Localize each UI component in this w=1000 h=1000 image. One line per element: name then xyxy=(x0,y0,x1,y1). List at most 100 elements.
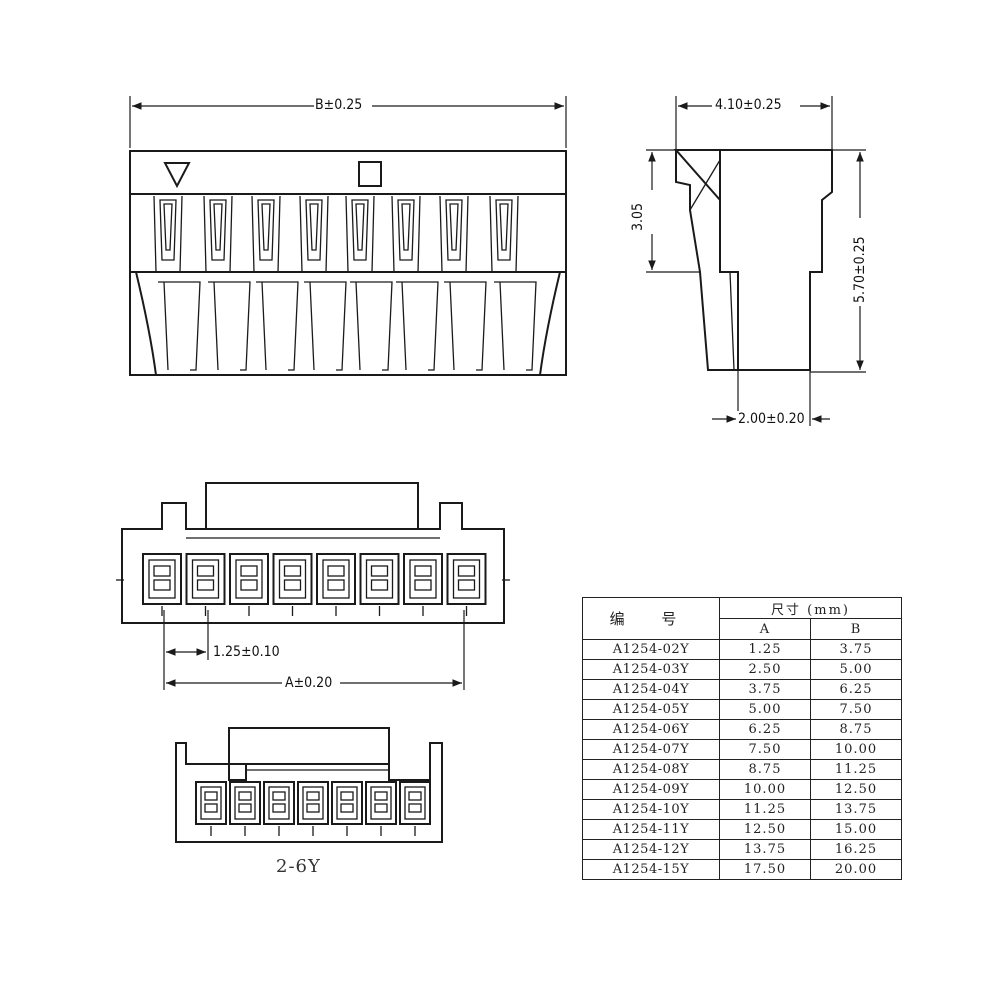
a-value-cell: 12.50 xyxy=(719,819,811,840)
front-housing xyxy=(129,150,567,376)
contact-pin xyxy=(261,203,271,251)
small-cavity-outer xyxy=(399,781,431,825)
cavity-inner xyxy=(235,559,263,599)
contact-window xyxy=(495,199,513,261)
pitch-label: 1.25±0.10 xyxy=(212,644,281,660)
model-cell: A1254-08Y xyxy=(582,759,720,780)
contact-slot-walls xyxy=(391,195,421,273)
a-value-cell: 5.00 xyxy=(719,699,811,720)
b-value-cell: 13.75 xyxy=(810,799,902,820)
small-cavity-terminal xyxy=(306,791,320,801)
front-left-curve xyxy=(135,271,157,376)
table-header-row: 编 号 尺寸 (mm) xyxy=(582,597,902,640)
contact-lower-left xyxy=(309,281,315,371)
small-view xyxy=(175,727,443,843)
small-cavity-terminal xyxy=(408,803,422,813)
contact-pin xyxy=(355,203,365,251)
a-value-cell: 6.25 xyxy=(719,719,811,740)
small-cavities xyxy=(195,781,431,836)
side-upper-height-label: 3.05 xyxy=(630,201,646,232)
small-cavity-outer xyxy=(263,781,295,825)
small-cavity-inner xyxy=(302,786,324,820)
small-view-label: 2-6Y xyxy=(276,856,321,877)
contact-pin xyxy=(163,203,173,251)
contact-lower-body xyxy=(474,281,487,371)
cavity-terminal xyxy=(370,565,389,577)
contact-lower-left xyxy=(401,281,407,371)
small-cavity-terminal xyxy=(374,803,388,813)
contact-window xyxy=(445,199,463,261)
side-body-outline xyxy=(673,149,833,371)
small-cavity-terminal xyxy=(238,803,252,813)
b-value-cell: 5.00 xyxy=(810,659,902,680)
cavity-terminal xyxy=(414,565,432,577)
contact-window xyxy=(351,199,369,261)
contact-pin xyxy=(499,203,509,251)
small-cavity-terminal xyxy=(408,791,422,801)
contact-slot-walls xyxy=(489,195,519,273)
cavity-inner xyxy=(409,559,437,599)
contact-window xyxy=(397,199,415,261)
cavity-inner xyxy=(278,559,307,599)
cavity-terminal xyxy=(153,579,171,591)
contact-lower-body xyxy=(334,281,347,371)
a-value-cell: 17.50 xyxy=(719,859,811,880)
a-value-cell: 2.50 xyxy=(719,659,811,680)
small-cavity-inner xyxy=(268,786,290,820)
contact-lower-body xyxy=(286,281,299,371)
side-view xyxy=(646,96,866,426)
model-cell: A1254-15Y xyxy=(582,859,720,880)
cavity-outer xyxy=(403,553,443,605)
b-value-cell: 10.00 xyxy=(810,739,902,760)
cavity-terminal xyxy=(414,579,432,591)
b-value-cell: 15.00 xyxy=(810,819,902,840)
cavity-terminal xyxy=(240,565,258,577)
b-value-cell: 12.50 xyxy=(810,779,902,800)
a-value-cell: 10.00 xyxy=(719,779,811,800)
contact-slot-walls xyxy=(345,195,375,273)
cavity-outer xyxy=(316,553,356,605)
code-header: 编 号 xyxy=(582,597,720,640)
contact-lower-body xyxy=(524,281,537,371)
contact-slot-walls xyxy=(439,195,469,273)
front-contacts xyxy=(153,195,537,371)
small-cavity-terminal xyxy=(272,803,286,813)
square-mark-icon xyxy=(358,161,382,187)
contact-pin xyxy=(401,203,411,251)
model-cell: A1254-03Y xyxy=(582,659,720,680)
small-cavity-terminal xyxy=(340,791,354,801)
model-cell: A1254-10Y xyxy=(582,799,720,820)
small-cavity-inner xyxy=(336,786,358,820)
cavity-terminal xyxy=(196,579,215,591)
contact-slot-walls xyxy=(203,195,233,273)
cavity-outer xyxy=(229,553,269,605)
cavity-terminal xyxy=(283,579,302,591)
side-pin-width-label: 2.00±0.20 xyxy=(737,411,806,427)
cavity-inner xyxy=(365,559,394,599)
small-cavity-terminal xyxy=(204,803,218,813)
a-value-cell: 13.75 xyxy=(719,839,811,860)
cavity-terminal xyxy=(240,579,258,591)
small-cavity-outer xyxy=(297,781,329,825)
b-value-cell: 11.25 xyxy=(810,759,902,780)
side-latch-outline xyxy=(675,150,738,371)
small-cavity-terminal xyxy=(272,791,286,801)
pin1-triangle-icon xyxy=(163,162,191,189)
a-width-label: A±0.20 xyxy=(284,675,334,691)
small-housing xyxy=(175,742,443,843)
cavity-outer xyxy=(446,553,487,605)
cavity-terminal xyxy=(153,565,171,577)
small-cavity-inner xyxy=(234,786,256,820)
small-cavity-terminal xyxy=(306,803,320,813)
model-cell: A1254-04Y xyxy=(582,679,720,700)
front-right-curve xyxy=(539,271,561,376)
